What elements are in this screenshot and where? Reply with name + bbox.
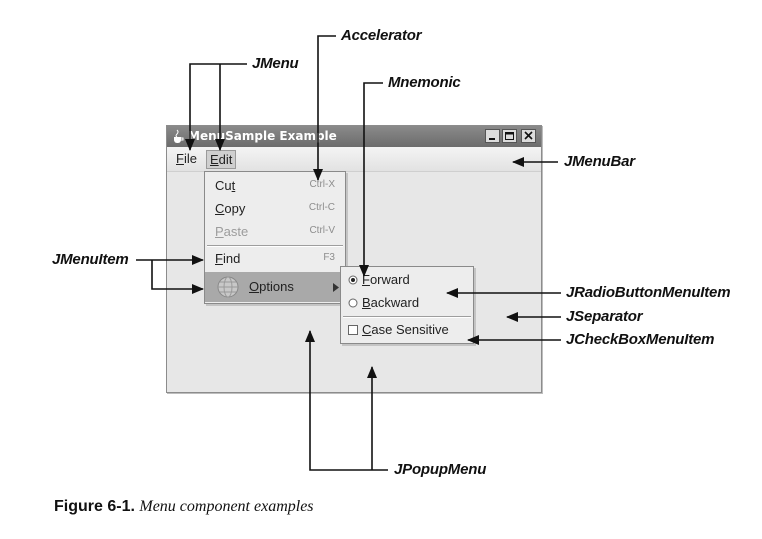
submenu-arrow-icon [333,283,339,292]
figure-caption: Figure 6-1. Menu component examples [54,498,314,516]
window-title: MenuSample Example [188,129,337,143]
label-accelerator: Accelerator [341,27,422,44]
menu-edit-mnemonic: E [210,152,219,167]
jmenu-arrow-file [185,63,247,151]
menu-file-mnemonic: F [176,151,184,166]
accelerator-copy: Ctrl-C [308,202,335,213]
checkbox-item-case-sensitive[interactable]: Case Sensitive [341,319,473,341]
label-jpopupmenu: JPopupMenu [394,461,487,478]
label-mnemonic: Mnemonic [388,74,461,91]
label-jmenu: JMenu [252,55,299,72]
accelerator-arrow [313,35,336,181]
figure-number: Figure 6-1. [54,498,135,515]
label-jseparator: JSeparator [566,308,643,325]
label-jcheckboxmenuitem: JCheckBoxMenuItem [566,331,715,348]
accelerator-cut: Ctrl-X [309,179,335,190]
options-globe-icon [217,276,239,298]
accelerator-find: F3 [323,252,335,263]
mnemonic-arrow [359,82,383,277]
menu-item-cut[interactable]: Cut Ctrl-X [205,175,345,197]
menu-file-label: ile [183,151,197,166]
menu-item-find-label: Find [215,251,241,266]
radio-unselected-icon [348,298,358,308]
figure-caption-text: Menu component examples [139,498,314,515]
label-jradiobuttonmenuitem: JRadioButtonMenuItem [566,284,731,301]
menu-item-find[interactable]: Find F3 [205,248,345,270]
radio-item-backward-label: Backward [362,295,420,310]
menu-file[interactable]: File [173,150,200,167]
radio-selected-icon [348,275,358,285]
radio-item-forward[interactable]: Forward [341,269,473,291]
maximize-icon [505,132,514,140]
minimize-button[interactable] [485,129,500,143]
menu-item-copy[interactable]: Copy Ctrl-C [205,198,345,220]
radio-item-backward[interactable]: Backward [341,292,473,314]
jmenuitem-arrow-options [151,260,204,294]
minimize-icon [489,138,495,140]
menu-item-cut-label: Cut [215,178,236,193]
accelerator-paste: Ctrl-V [309,225,335,236]
window-titlebar[interactable]: MenuSample Example [167,126,541,147]
menu-edit-label: dit [218,152,233,167]
close-button[interactable] [521,129,536,143]
maximize-button[interactable] [502,129,517,143]
menu-item-options-label: Options [249,279,294,294]
menu-item-paste: Paste Ctrl-V [205,221,345,243]
label-jmenuitem: JMenuItem [52,251,129,268]
java-cup-icon [174,129,184,143]
menu-bar: File Edit [167,147,541,172]
jpopupmenu-arrow-edit [305,330,388,471]
checkbox-item-case-sensitive-label: Case Sensitive [362,322,449,337]
menu-item-options[interactable]: Options [205,272,345,302]
menu-item-copy-label: Copy [215,201,246,216]
options-submenu: Forward Backward Case Sensitive [340,266,474,344]
submenu-separator [343,316,471,318]
checkbox-icon [348,325,358,335]
menu-item-paste-label: Paste [215,224,249,239]
radio-item-forward-label: Forward [362,272,410,287]
label-jmenubar: JMenuBar [564,153,635,170]
menu-separator [207,245,343,247]
edit-popup-menu: Cut Ctrl-X Copy Ctrl-C Paste Ctrl-V Find… [204,171,346,304]
close-icon [524,131,533,140]
